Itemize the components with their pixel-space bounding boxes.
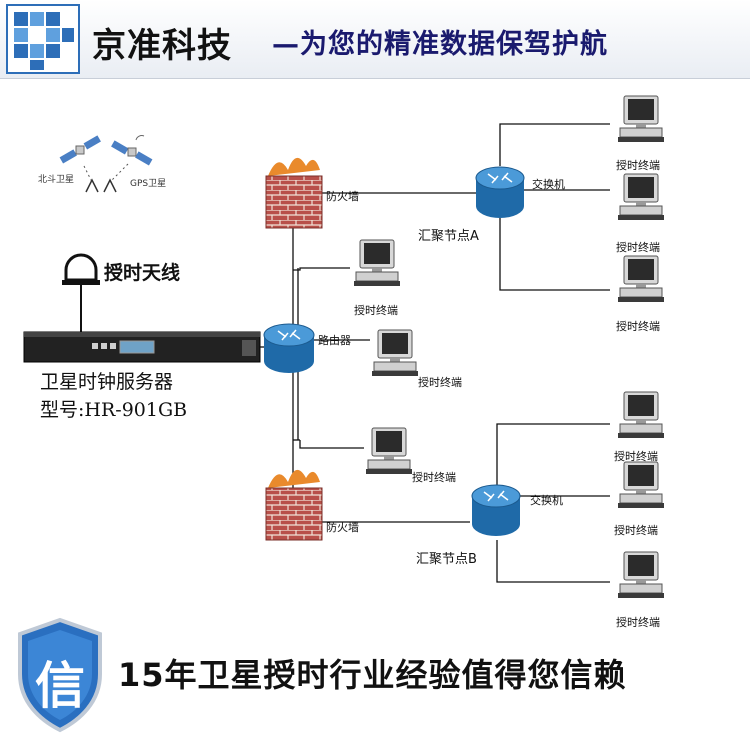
firewall-top-label: 防火墙 [326, 190, 359, 203]
terminal-label: 授时终端 [616, 616, 660, 629]
terminal-computer-icon [617, 173, 665, 221]
trust-character: 信 [35, 657, 85, 715]
antenna-icon [62, 253, 100, 335]
terminal-computer-icon [353, 239, 401, 287]
footer-tagline: 15年卫星授时行业经验值得您信赖 [118, 656, 627, 694]
trust-shield-icon [18, 617, 102, 733]
terminal-computer-icon [617, 255, 665, 303]
terminal-label: 授时终端 [616, 320, 660, 333]
firewall-bottom-label: 防火墙 [326, 521, 359, 534]
antenna-label: 授时天线 [104, 262, 181, 284]
header-banner: 京准科技 —为您的精准数据保驾护航 [0, 0, 750, 79]
topology-svg [23, 95, 665, 599]
terminal-computer-icon [371, 329, 419, 377]
node-a-label: 汇聚节点A [418, 229, 479, 244]
switch-a-icon [475, 166, 525, 218]
time-server-icon [23, 331, 261, 363]
terminal-computer-icon [365, 427, 413, 475]
server-model: 型号:HR-901GB [40, 399, 188, 421]
node-b-label: 汇聚节点B [416, 552, 477, 567]
terminal-label: 授时终端 [354, 304, 398, 317]
terminal-computer-icon [617, 551, 665, 599]
receiver-dish-icon [85, 178, 117, 193]
company-logo [6, 4, 80, 74]
terminal-label: 授时终端 [614, 524, 658, 537]
gps-label: GPS卫星 [130, 179, 167, 189]
terminal-computer-icon [617, 391, 665, 439]
terminal-label: 授时终端 [412, 471, 456, 484]
terminal-label: 授时终端 [616, 159, 660, 172]
firewall-top-icon [265, 157, 323, 229]
switch-a-label: 交换机 [532, 178, 565, 191]
terminal-label: 授时终端 [614, 450, 658, 463]
beidou-label: 北斗卫星 [38, 175, 75, 185]
firewall-bottom-icon [265, 469, 323, 541]
switch-b-icon [471, 484, 521, 536]
terminal-computer-icon [617, 461, 665, 509]
gps-satellite-icon [111, 135, 153, 166]
server-name: 卫星时钟服务器 [40, 371, 174, 393]
router-icon [263, 323, 315, 373]
switch-b-label: 交换机 [530, 494, 563, 507]
terminal-label: 授时终端 [418, 376, 462, 389]
router-label: 路由器 [318, 334, 351, 347]
beidou-satellite-icon [59, 135, 101, 164]
company-slogan: —为您的精准数据保驾护航 [272, 29, 608, 60]
terminal-computer-icon [617, 95, 665, 143]
company-name: 京准科技 [92, 26, 232, 66]
terminal-label: 授时终端 [616, 241, 660, 254]
